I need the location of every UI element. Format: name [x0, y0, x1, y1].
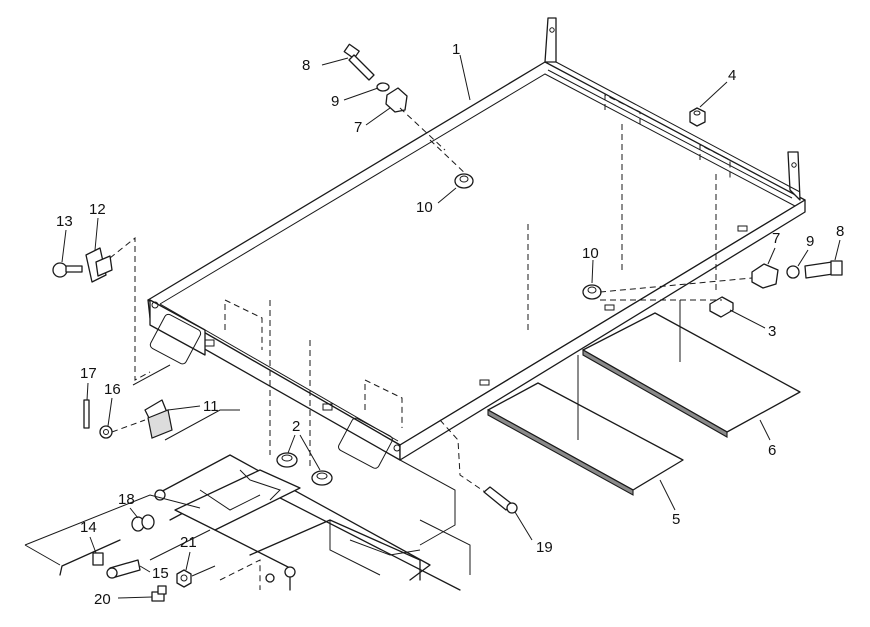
bushing-2-left [276, 452, 298, 468]
callout-13: 13 [56, 213, 73, 230]
callout-10-right: 10 [582, 245, 599, 262]
clip-3 [709, 296, 734, 318]
bolt-8-left [343, 43, 375, 81]
screw-13 [52, 262, 83, 278]
bushing-10-top [454, 173, 474, 189]
bolt-8-right [804, 260, 843, 279]
callout-18: 18 [118, 491, 135, 508]
callout-5: 5 [672, 511, 680, 528]
washers-18 [131, 514, 155, 532]
callout-20: 20 [94, 591, 111, 608]
nut-4 [689, 107, 706, 127]
callout-2: 2 [292, 418, 300, 435]
callout-1: 1 [452, 41, 460, 58]
callout-labels: 1 2 3 4 5 6 7 7 8 8 9 9 10 10 11 12 13 1… [56, 41, 844, 608]
callout-10-top: 10 [416, 199, 433, 216]
callout-11: 11 [203, 398, 219, 415]
tray-assembly [147, 17, 806, 469]
screw-20 [151, 585, 167, 602]
callout-7-left: 7 [354, 119, 362, 136]
washer-16 [99, 425, 113, 439]
bracket-11 [144, 399, 173, 439]
callout-9-right: 9 [806, 233, 814, 250]
callout-14: 14 [80, 519, 97, 536]
callout-3: 3 [768, 323, 776, 340]
callout-17: 17 [80, 365, 97, 382]
callout-21: 21 [180, 534, 197, 551]
callout-8-right: 8 [836, 223, 844, 240]
rod-14 [59, 539, 121, 576]
callout-8-left: 8 [302, 57, 310, 74]
washer-9-right [786, 265, 800, 279]
pin-17 [83, 399, 90, 429]
sheet-5 [487, 355, 684, 496]
callout-4: 4 [728, 67, 736, 84]
sheet-6 [582, 300, 801, 438]
callout-15: 15 [152, 565, 169, 582]
nut-21 [176, 569, 192, 588]
cap-7-right [751, 263, 779, 289]
bushing-2-right [311, 470, 333, 486]
screw-15 [106, 559, 141, 579]
callout-7-right: 7 [772, 230, 780, 247]
callout-19: 19 [536, 539, 553, 556]
bushing-10-right [582, 284, 602, 300]
cap-7-left [385, 87, 408, 113]
washer-9-left [376, 82, 390, 92]
callout-12: 12 [89, 201, 106, 218]
bracket-12 [85, 247, 113, 283]
callout-16: 16 [104, 381, 121, 398]
callout-6: 6 [768, 442, 776, 459]
callout-9-left: 9 [331, 93, 339, 110]
pin-19 [483, 486, 518, 514]
